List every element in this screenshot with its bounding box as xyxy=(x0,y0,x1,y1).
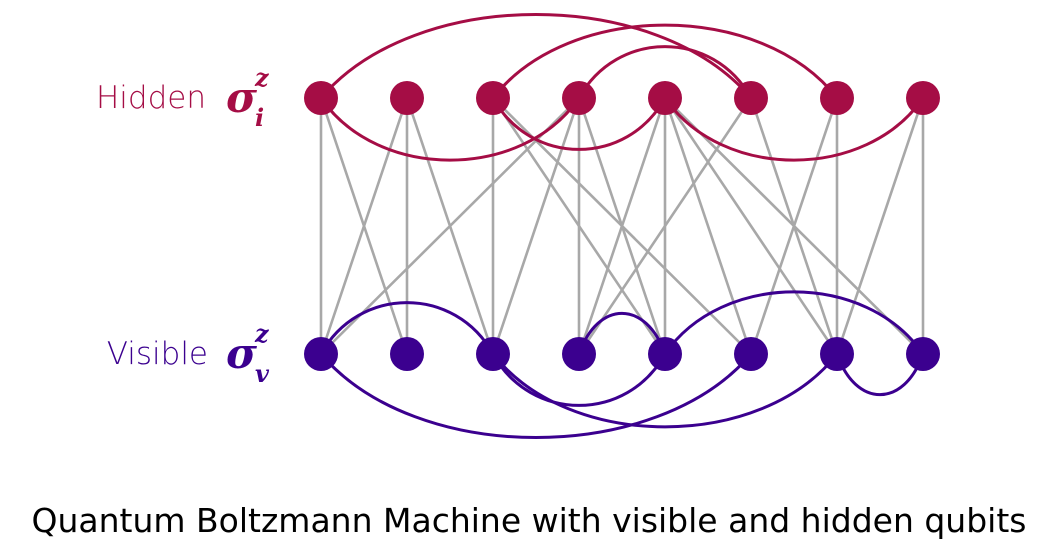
visible-qubit-node xyxy=(304,337,338,371)
diagram-caption: Quantum Boltzmann Machine with visible a… xyxy=(32,501,1027,540)
hidden-qubit-node xyxy=(734,81,768,115)
visible-intra-connection xyxy=(491,353,667,407)
visible-intra-connection xyxy=(835,353,925,396)
hidden-visible-connection xyxy=(577,97,753,355)
hidden-qubit-node xyxy=(390,81,424,115)
visible-intra-connection xyxy=(319,353,753,440)
visible-sigma-symbol: σ xyxy=(226,329,257,378)
hidden-visible-connection xyxy=(663,97,839,355)
visible-qubit-node xyxy=(562,337,596,371)
visible-layer-label: Visible xyxy=(107,336,208,372)
inter-layer-connections xyxy=(319,97,925,355)
hidden-qubit-node xyxy=(820,81,854,115)
hidden-visible-connection xyxy=(577,97,667,355)
visible-qubit-node xyxy=(476,337,510,371)
visible-qubit-node xyxy=(906,337,940,371)
visible-intra-connection xyxy=(319,301,495,355)
hidden-sigma-superscript: z xyxy=(254,63,270,92)
hidden-intra-connection xyxy=(663,97,925,162)
hidden-qubit-node xyxy=(648,81,682,115)
visible-intra-connection xyxy=(491,353,839,429)
intra-layer-connections xyxy=(319,12,925,440)
hidden-qubit-node xyxy=(906,81,940,115)
hidden-intra-connection xyxy=(491,23,839,99)
visible-qubit-node xyxy=(734,337,768,371)
visible-sigma-subscript: v xyxy=(255,359,270,388)
hidden-qubit-node xyxy=(304,81,338,115)
hidden-visible-connection xyxy=(319,97,409,355)
hidden-intra-connection xyxy=(319,12,753,99)
hidden-intra-connection xyxy=(319,97,581,162)
visible-qubit-node xyxy=(390,337,424,371)
hidden-visible-connection xyxy=(491,97,581,355)
visible-layer-label-group: Visible σ z v xyxy=(107,319,270,388)
visible-qubit-node xyxy=(648,337,682,371)
qubit-nodes xyxy=(304,81,940,371)
hidden-visible-connection xyxy=(835,97,925,355)
visible-intra-connection xyxy=(577,312,667,355)
hidden-qubit-node xyxy=(562,81,596,115)
hidden-intra-connection xyxy=(577,45,753,99)
visible-intra-connection xyxy=(663,290,925,355)
visible-sigma-superscript: z xyxy=(254,319,270,348)
visible-qubit-node xyxy=(820,337,854,371)
hidden-sigma-subscript: i xyxy=(255,103,264,132)
hidden-visible-connection xyxy=(663,97,753,355)
hidden-layer-label-group: Hidden σ z i xyxy=(96,63,270,132)
hidden-qubit-node xyxy=(476,81,510,115)
hidden-visible-connection xyxy=(749,97,839,355)
hidden-sigma-symbol: σ xyxy=(226,73,257,122)
hidden-layer-label: Hidden xyxy=(96,80,206,116)
hidden-intra-connection xyxy=(491,97,667,151)
